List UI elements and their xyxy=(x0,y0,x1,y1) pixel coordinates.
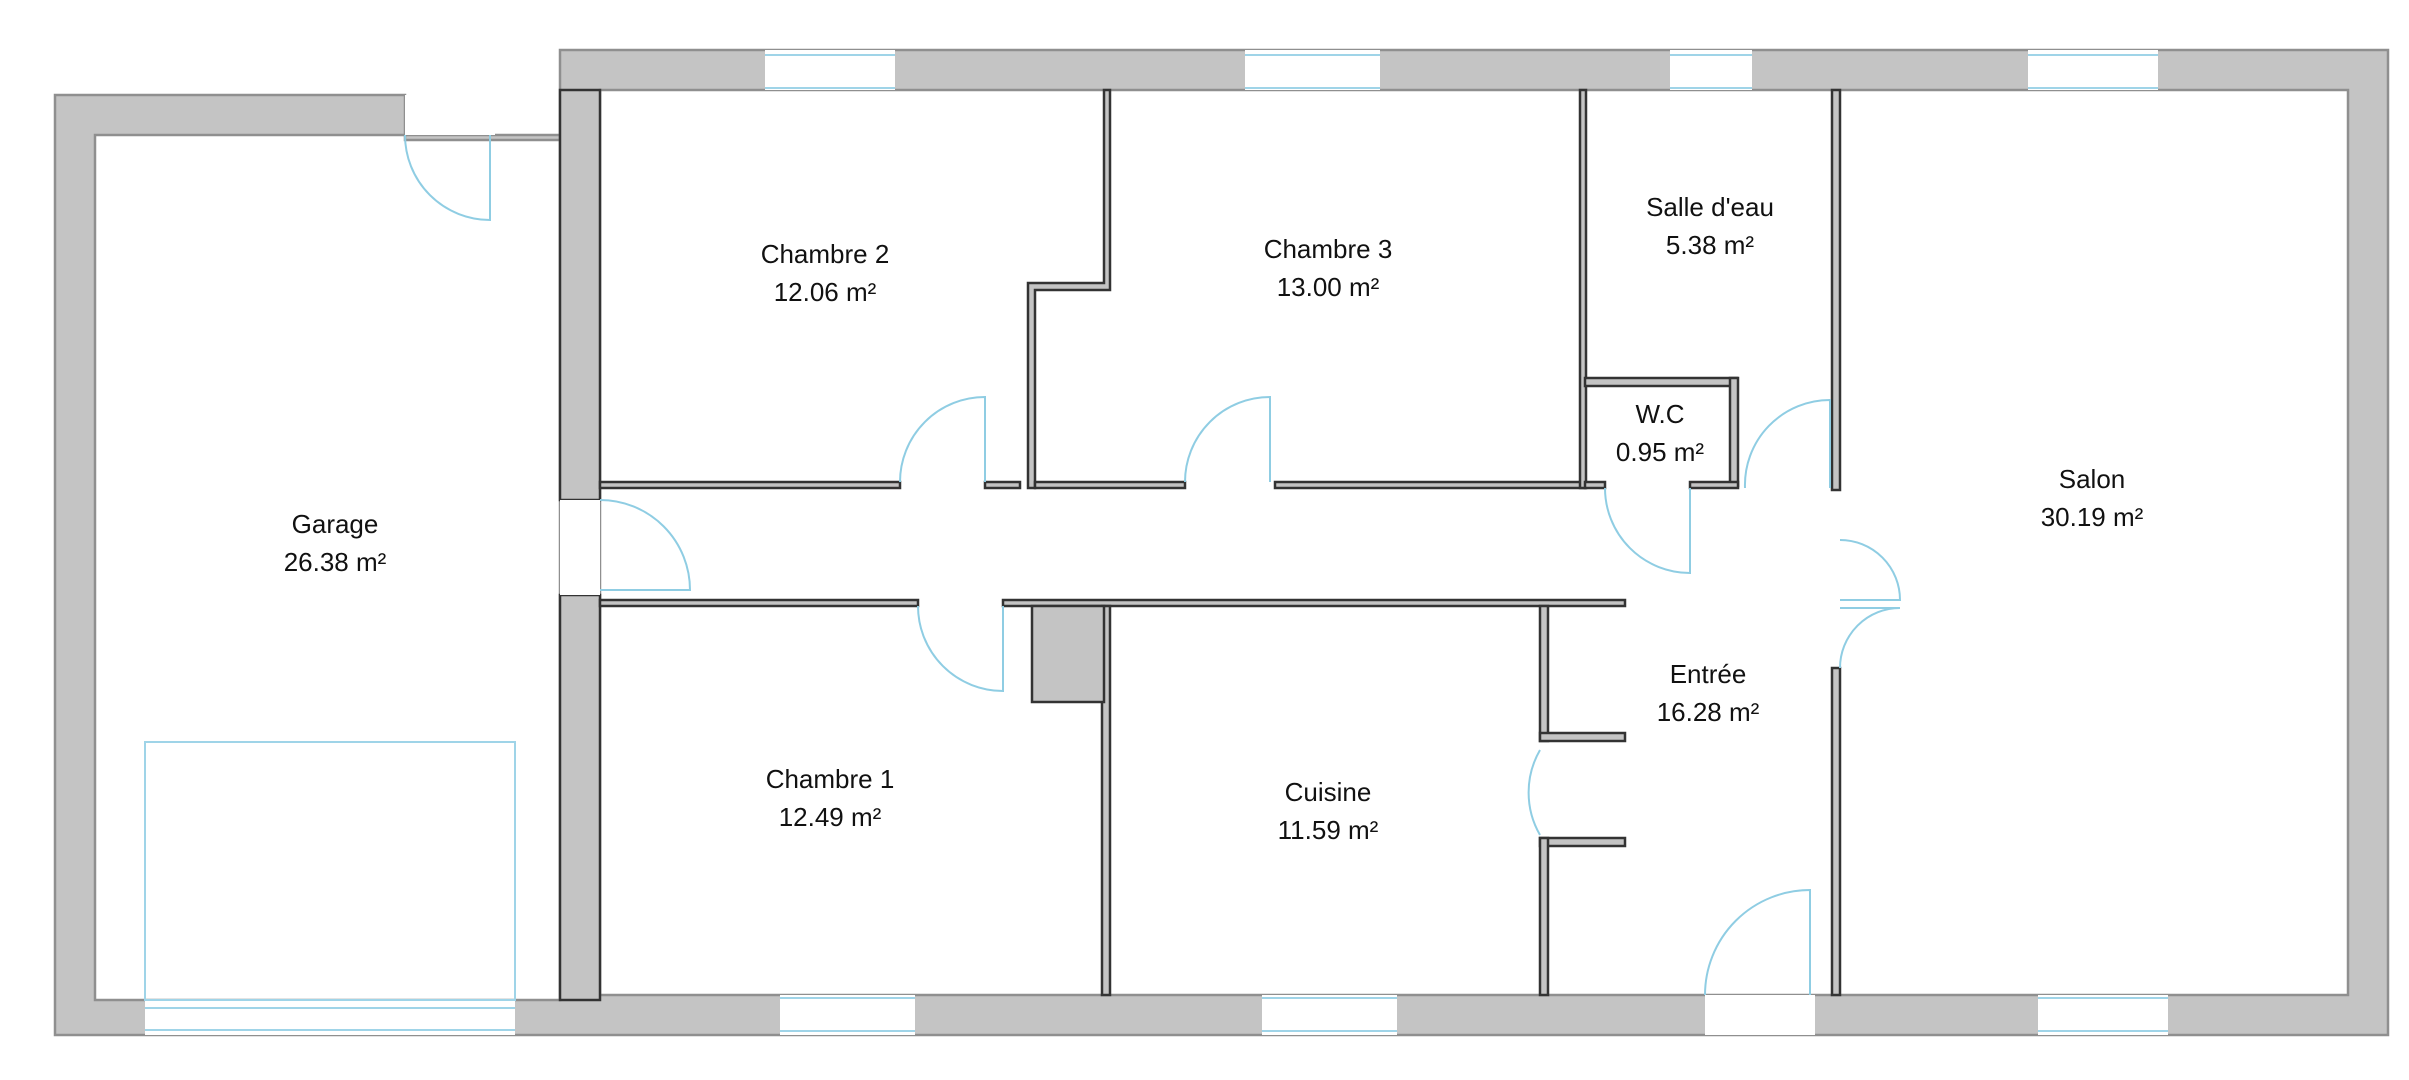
wall-entree-salon-mid xyxy=(1830,666,1842,997)
room-label-salle-d-eau: Salle d'eau 5.38 m² xyxy=(1646,188,1774,264)
wall-cuisine-entree-top xyxy=(1538,604,1550,743)
room-name: Garage xyxy=(291,509,379,539)
wall-wc-bottom-b xyxy=(1688,480,1740,490)
wall-ch2-bottom-b xyxy=(983,480,1022,490)
wall-ch2-ch3 xyxy=(1026,88,1112,490)
room-name: Entrée xyxy=(1669,659,1747,689)
wall-ch2-bottom xyxy=(598,480,902,490)
doors xyxy=(404,95,1902,1035)
room-label-salon: Salon 30.19 m² xyxy=(2041,460,2144,536)
exterior-walls xyxy=(53,48,2390,1037)
wall-ch3-bottom-a xyxy=(1033,480,1187,490)
garage-door xyxy=(144,741,516,1035)
room-label-cuisine: Cuisine 11.59 m² xyxy=(1278,773,1379,849)
windows xyxy=(765,50,2168,1035)
room-label-entree: Entrée 16.28 m² xyxy=(1657,655,1760,731)
room-name: Chambre 1 xyxy=(765,764,895,794)
room-label-chambre-3: Chambre 3 13.00 m² xyxy=(1264,230,1393,306)
room-name: Cuisine xyxy=(1284,777,1372,807)
room-label-chambre-2: Chambre 2 12.06 m² xyxy=(761,235,890,311)
room-area: 0.95 m² xyxy=(1615,437,1705,467)
wall-cuisine-entree-stub xyxy=(1538,731,1627,743)
wall-sde-salon xyxy=(1830,88,1842,492)
room-area: 13.00 m² xyxy=(1276,272,1380,302)
cupboard xyxy=(1030,604,1106,704)
room-area: 12.49 m² xyxy=(778,802,882,832)
room-area: 12.06 m² xyxy=(773,277,877,307)
room-name: Salle d'eau xyxy=(1646,192,1774,222)
room-name: W.C xyxy=(1635,399,1685,429)
wall-wc-right xyxy=(1728,376,1740,488)
room-area: 16.28 m² xyxy=(1656,697,1760,727)
room-area: 26.38 m² xyxy=(283,547,387,577)
wall-wc-bottom xyxy=(1583,480,1607,490)
wall-garage-house-lower xyxy=(558,593,602,1002)
wall-garage-house xyxy=(558,88,602,502)
wall-cuisine-entree-bottom xyxy=(1538,836,1550,997)
room-area: 11.59 m² xyxy=(1277,815,1379,845)
wall-cuisine-entree-stub-b xyxy=(1538,836,1627,848)
wall-ch3-bottom-b xyxy=(1273,480,1587,490)
room-name: Chambre 2 xyxy=(760,239,890,269)
room-label-wc: W.C 0.95 m² xyxy=(1616,395,1704,471)
wall-wc-box xyxy=(1583,376,1739,388)
room-area: 30.19 m² xyxy=(2040,502,2144,532)
room-name: Chambre 3 xyxy=(1263,234,1393,264)
room-area: 5.38 m² xyxy=(1665,230,1755,260)
room-label-chambre-1: Chambre 1 12.49 m² xyxy=(766,760,895,836)
wall-corridor-south-b xyxy=(1001,598,1627,608)
wall-corridor-south xyxy=(598,598,920,608)
room-label-garage: Garage 26.38 m² xyxy=(284,505,387,581)
wall-ch3-sde xyxy=(1578,88,1588,490)
wall-ch1-cuisine xyxy=(1100,604,1112,997)
room-name: Salon xyxy=(2058,464,2126,494)
